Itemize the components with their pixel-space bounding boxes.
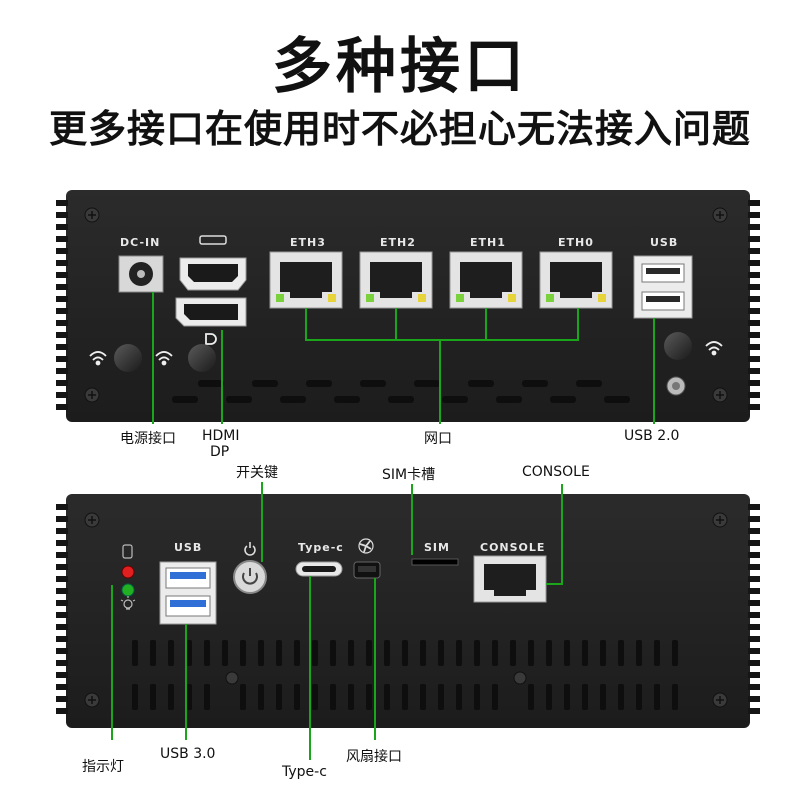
eth2-port <box>359 251 433 309</box>
power-button[interactable] <box>233 560 267 594</box>
led-red <box>121 565 135 579</box>
antenna-knob <box>114 344 142 372</box>
callout-power-switch: 开关键 <box>236 465 278 481</box>
eth1-port <box>449 251 523 309</box>
wifi-icon <box>89 341 723 366</box>
callout-indicator: 指示灯 <box>82 759 124 775</box>
dc-in-label: DC-IN <box>120 236 160 249</box>
page-title: 多种接口 <box>272 32 528 102</box>
callout-dp: DP <box>210 444 230 460</box>
usb2-port <box>633 255 693 319</box>
page-subtitle: 更多接口在使用时不必担心无法接入问题 <box>48 107 751 151</box>
bottom-panel: USB Type-c <box>56 494 760 728</box>
callout-fan: 风扇接口 <box>346 749 402 765</box>
console-port <box>473 555 547 603</box>
eth1-label: ETH1 <box>470 236 506 249</box>
callout-power-port: 电源接口 <box>120 431 176 447</box>
bottom-callout-lines <box>111 482 563 760</box>
typec-label: Type-c <box>298 541 344 554</box>
eth2-label: ETH2 <box>380 236 416 249</box>
antenna-knob <box>664 332 692 360</box>
led-green <box>121 583 135 597</box>
callout-hdmi: HDMI <box>202 428 240 444</box>
vent-slots <box>132 640 678 710</box>
sim-label: SIM <box>424 541 450 554</box>
callout-typec: Type-c <box>282 764 327 780</box>
usb2-label: USB <box>650 236 678 249</box>
eth0-label: ETH0 <box>558 236 594 249</box>
callout-usb2: USB 2.0 <box>624 428 680 444</box>
vent-slots <box>172 380 630 403</box>
eth3-label: ETH3 <box>290 236 326 249</box>
console-label: CONSOLE <box>480 541 545 554</box>
dp-port <box>175 297 247 327</box>
usb3-port <box>159 561 217 625</box>
top-panel: DC-IN ETH3 ETH2 ETH1 ETH0 <box>56 190 760 422</box>
dc-in-port <box>118 255 164 293</box>
power-icon <box>244 542 256 556</box>
callout-usb3: USB 3.0 <box>160 746 216 762</box>
sim-slot <box>411 558 459 566</box>
top-callout-lines <box>152 292 655 424</box>
hdmi-port <box>179 257 247 291</box>
disk-icon <box>122 544 133 559</box>
usb3-label: USB <box>174 541 202 554</box>
eth0-port <box>539 251 613 309</box>
callout-console: CONSOLE <box>522 464 590 480</box>
callout-sim-slot: SIM卡槽 <box>382 467 436 483</box>
ground-screw-icon <box>666 376 686 396</box>
dp-icon <box>205 333 217 345</box>
bulb-icon <box>120 596 136 610</box>
eth3-port <box>269 251 343 309</box>
hdmi-icon <box>199 235 227 245</box>
callout-network-ports: 网口 <box>424 431 452 447</box>
fan-connector <box>353 561 381 579</box>
typec-port <box>295 561 343 577</box>
antenna-knob <box>188 344 216 372</box>
fan-icon <box>358 538 374 554</box>
